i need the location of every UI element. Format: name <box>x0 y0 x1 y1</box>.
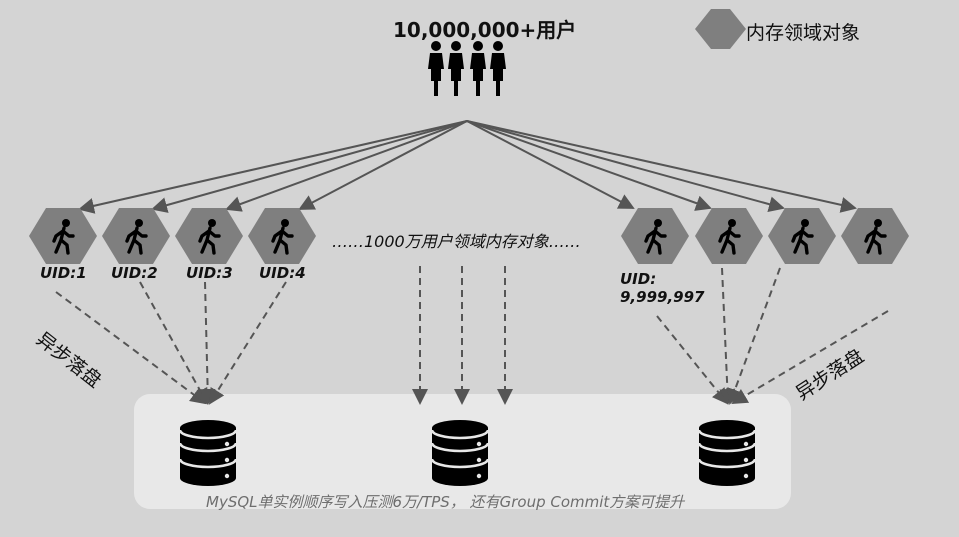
async-write-lines <box>55 266 889 405</box>
domain-object-uid-2 <box>102 208 170 264</box>
uid-label-2: UID:2 <box>111 264 158 282</box>
domain-object-uid-3 <box>175 208 243 264</box>
legend-label: 内存领域对象 <box>746 22 861 44</box>
domain-object-uid-1 <box>29 208 97 264</box>
domain-object-right-4 <box>841 208 909 264</box>
uid-label-1: UID:1 <box>40 264 87 282</box>
domain-object-uid-9999997 <box>621 208 689 264</box>
users-group-icon <box>428 41 506 96</box>
database-icon-left <box>178 418 238 488</box>
fanout-arrows <box>78 120 857 214</box>
uid-label-last-line2: 9,999,997 <box>620 288 705 306</box>
uid-label-4: UID:4 <box>259 264 306 282</box>
domain-object-right-3 <box>768 208 836 264</box>
domain-object-right-2 <box>695 208 763 264</box>
storage-footer-text: MySQL单实例顺序写入压测6万/TPS， 还有Group Commit方案可提… <box>206 493 685 511</box>
database-icon-right <box>697 418 757 488</box>
domain-object-uid-4 <box>248 208 316 264</box>
database-icon-center <box>430 418 490 488</box>
hexagon-icon <box>695 9 746 49</box>
middle-caption: ……1000万用户领域内存对象…… <box>332 232 581 251</box>
users-title: 10,000,000+用户 <box>393 18 577 42</box>
uid-label-3: UID:3 <box>186 264 233 282</box>
uid-label-last-line1: UID: <box>620 270 657 288</box>
